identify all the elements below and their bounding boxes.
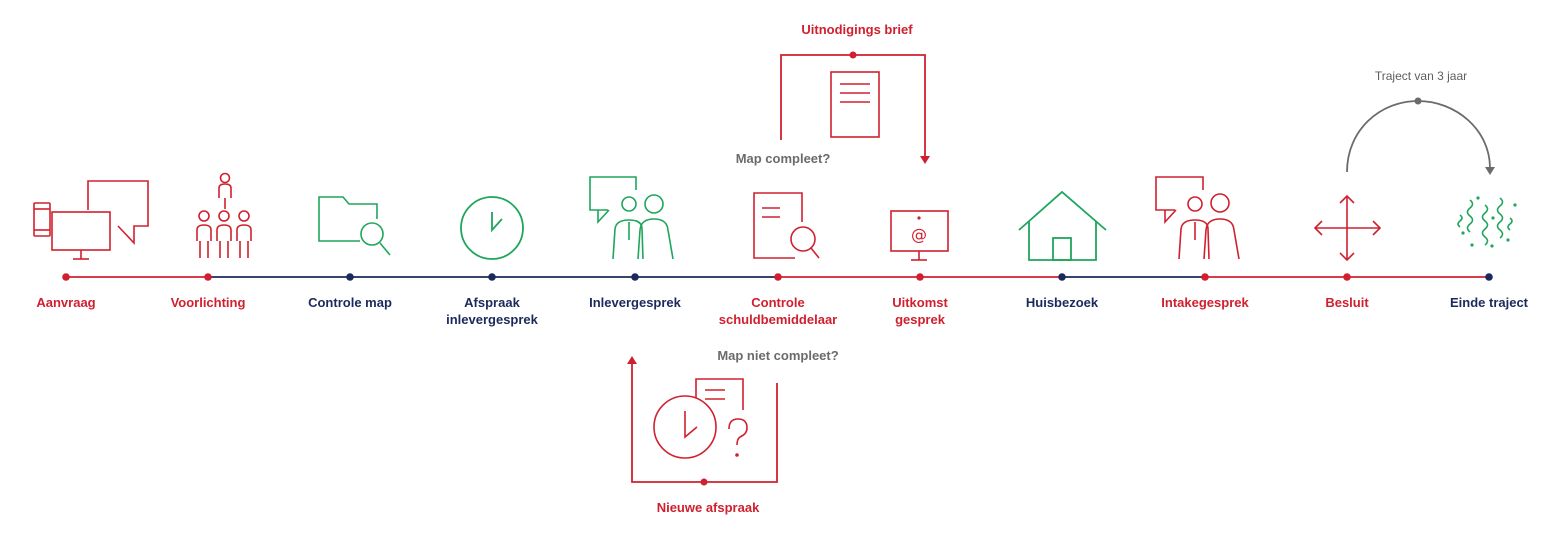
- timeline-node-controle-schuld: [774, 273, 782, 281]
- conversation-icon: [1155, 176, 1240, 260]
- step-label-uitkomst: Uitkomst gesprek: [892, 294, 948, 328]
- step-label-voorlichting: Voorlichting: [171, 294, 246, 311]
- step-label-line: Controle map: [308, 295, 392, 310]
- step-label-line: Besluit: [1325, 295, 1369, 310]
- step-label-line: Uitkomst: [892, 295, 948, 310]
- step-label-einde: Einde traject: [1450, 294, 1528, 311]
- step-label-afspraak: Afspraak inlevergesprek: [446, 294, 538, 328]
- timeline-node-afspraak: [488, 273, 496, 281]
- new-appointment-branch: [627, 356, 778, 486]
- map-incomplete-question: Map niet compleet?: [717, 348, 839, 363]
- step-label-line: inlevergesprek: [446, 312, 538, 327]
- timeline-node-huisbezoek: [1058, 273, 1066, 281]
- document-search-icon: [753, 192, 820, 259]
- group-presentation-icon: [196, 172, 252, 258]
- clock-question-icon: [653, 378, 748, 459]
- timeline-node-besluit: [1343, 273, 1351, 281]
- clock-icon: [460, 196, 524, 260]
- timeline-node-voorlichting: [204, 273, 212, 281]
- timeline: [62, 273, 1493, 281]
- timeline-node-uitkomst: [916, 273, 924, 281]
- step-label-line: Inlevergesprek: [589, 295, 681, 310]
- step-label-besluit: Besluit: [1325, 294, 1368, 311]
- folder-search-icon: [318, 196, 391, 256]
- step-label-line: Aanvraag: [36, 295, 96, 310]
- timeline-node-intakegesprek: [1201, 273, 1209, 281]
- step-label-line: Controle: [751, 295, 805, 310]
- map-complete-question: Map compleet?: [735, 151, 831, 166]
- timeline-node-einde: [1485, 273, 1493, 281]
- step-label-aanvraag: Aanvraag: [36, 294, 95, 311]
- traject-arc: [1346, 97, 1495, 175]
- invitation-letter-branch: [780, 51, 930, 164]
- confetti-icon: [1457, 196, 1517, 248]
- monitor-at-icon: @: [890, 210, 949, 261]
- step-label-controle-schuld: Controle schuldbemiddelaar: [719, 294, 837, 328]
- step-label-intakegesprek: Intakegesprek: [1161, 294, 1248, 311]
- step-label-line: schuldbemiddelaar: [718, 312, 838, 327]
- step-label-inlevergesprek: Inlevergesprek: [589, 294, 681, 311]
- conversation-icon: [589, 176, 674, 260]
- new-appointment-title: Nieuwe afspraak: [656, 500, 760, 515]
- step-label-controle-map: Controle map: [308, 294, 392, 311]
- traject-label: Traject van 3 jaar: [1374, 69, 1468, 83]
- step-label-line: Voorlichting: [170, 295, 246, 310]
- step-label-line: Huisbezoek: [1025, 295, 1099, 310]
- step-label-line: Intakegesprek: [1161, 295, 1249, 310]
- svg-text:@: @: [911, 225, 927, 244]
- step-label-line: Einde traject: [1449, 295, 1529, 310]
- timeline-node-controle-map: [346, 273, 354, 281]
- house-icon: [1018, 190, 1107, 261]
- timeline-node-inlevergesprek: [631, 273, 639, 281]
- step-label-huisbezoek: Huisbezoek: [1026, 294, 1098, 311]
- step-label-line: gesprek: [895, 312, 945, 327]
- timeline-node-aanvraag: [62, 273, 70, 281]
- move-arrows-icon: [1313, 194, 1382, 262]
- computer-chat-icon: [33, 180, 149, 260]
- step-label-line: Afspraak: [464, 295, 520, 310]
- letter-icon: [830, 71, 880, 138]
- invitation-letter-title: Uitnodigings brief: [801, 22, 913, 37]
